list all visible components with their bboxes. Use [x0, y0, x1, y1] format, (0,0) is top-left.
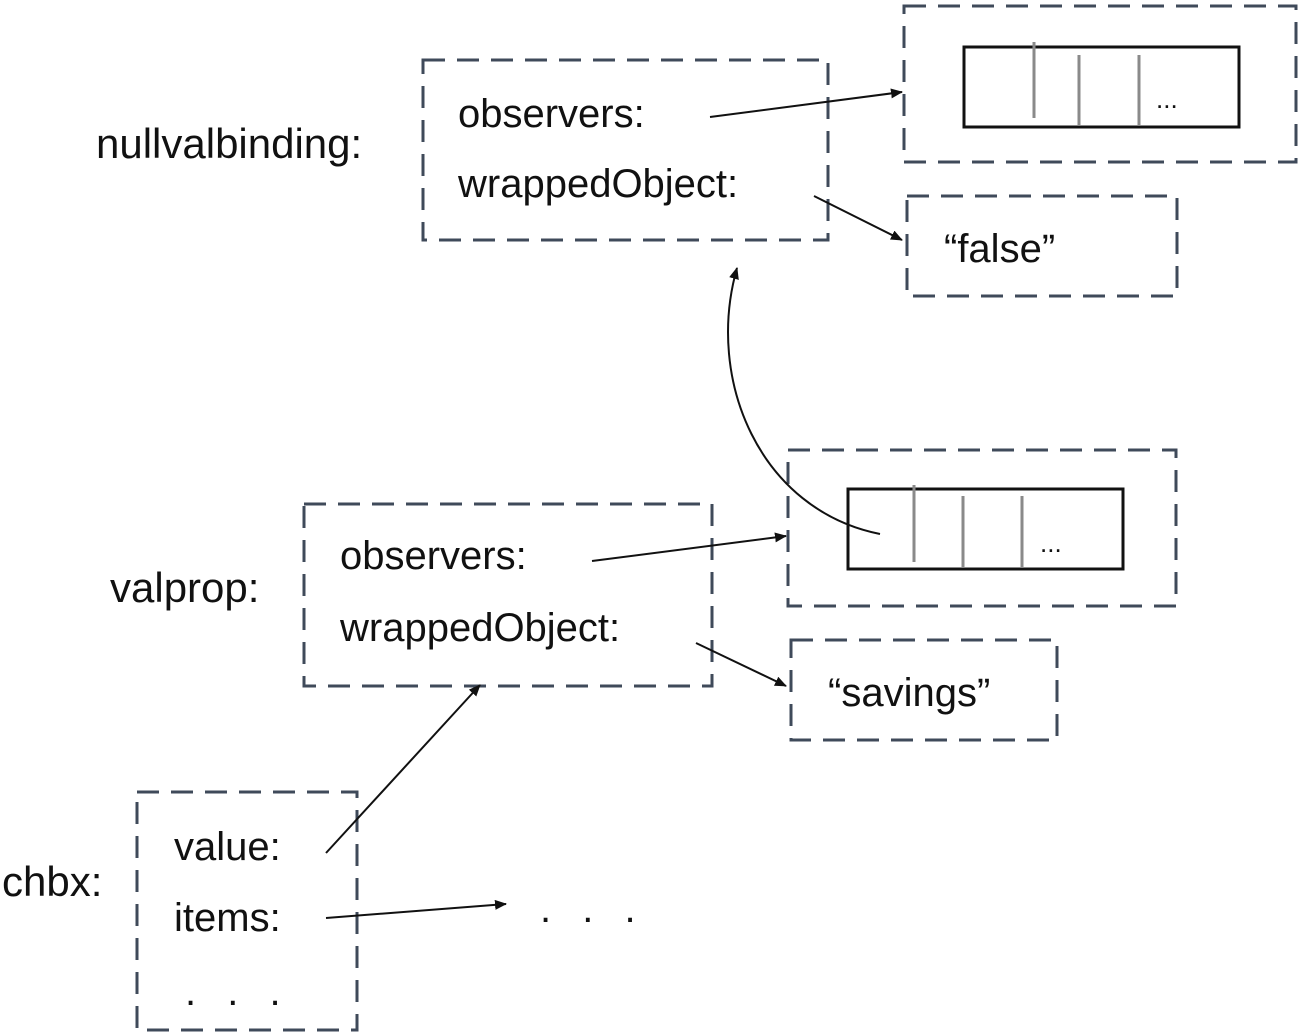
valprop-wrappedobject-field: wrappedObject: [339, 606, 620, 650]
nullvalbinding-array-ellipsis: ... [1156, 84, 1178, 114]
chbx-object-box [135, 790, 359, 1032]
nullvalbinding-wrappedobject-arrow [813, 195, 903, 241]
chbx-items-arrow [325, 899, 507, 919]
false-string-box [905, 194, 1179, 298]
valprop-object-box [302, 502, 714, 688]
chbx-value-arrow [325, 684, 481, 854]
chbx-more-fields-ellipsis: . . . [185, 970, 291, 1014]
valprop-observers-field: observers: [340, 534, 527, 578]
nullvalbinding-wrappedobject-field: wrappedObject: [457, 162, 738, 206]
nullvalbinding-object-box [421, 58, 830, 242]
savings-string-box [789, 638, 1059, 742]
chbx-label: chbx: [2, 858, 102, 905]
chbx-value-field: value: [174, 825, 281, 869]
items-target-ellipsis: . . . [540, 887, 646, 931]
valprop-label: valprop: [110, 564, 259, 611]
false-string-value: “false” [944, 227, 1055, 271]
valprop-observers-arrow [591, 532, 787, 562]
savings-string-value: “savings” [828, 671, 990, 715]
nullvalbinding-observers-array [962, 45, 1241, 129]
valprop-array-ellipsis: ... [1040, 528, 1062, 558]
observer-to-nullvalbinding-arrow [727, 267, 881, 535]
valprop-wrappedobject-arrow [695, 642, 787, 687]
nullvalbinding-label: nullvalbinding: [96, 120, 362, 167]
chbx-items-field: items: [174, 896, 281, 940]
nullvalbinding-observers-field: observers: [458, 92, 645, 136]
valprop-observers-array [846, 487, 1125, 571]
nullvalbinding-observers-arrow [709, 88, 903, 118]
